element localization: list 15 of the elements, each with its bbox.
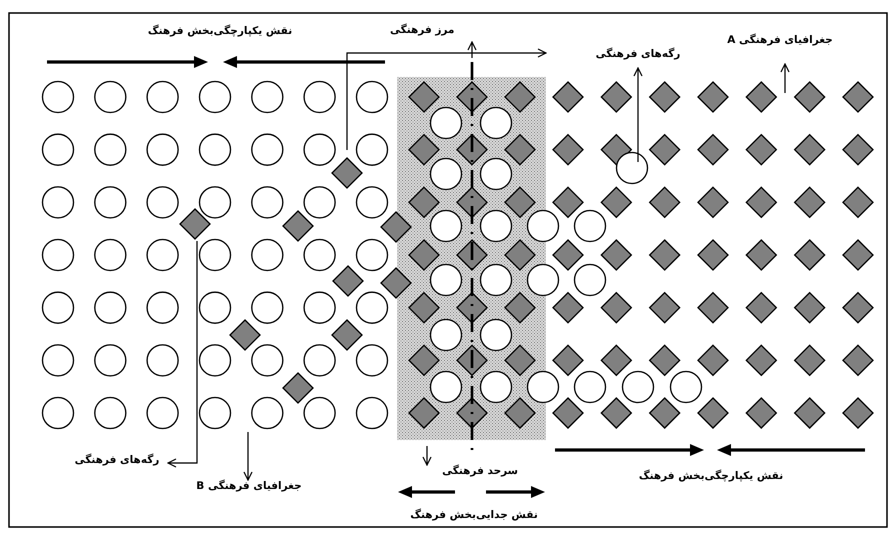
leader-arrow	[243, 432, 253, 481]
caption-text: نقش جدایی‌بخش فرهنگ	[409, 509, 539, 521]
callout-text: مرز فرهنگی	[390, 24, 454, 36]
callout-text: سرحد فرهنگی	[442, 465, 518, 477]
callout-text: رگه‌های فرهنگی	[596, 48, 680, 60]
leader-arrow	[167, 241, 198, 468]
callout-text: جغرافیای فرهنگی B	[196, 480, 302, 492]
leader-arrow	[780, 63, 790, 93]
callout-text: جغرافیای فرهنگی A	[727, 34, 833, 46]
leader-arrow	[467, 41, 477, 58]
callout-text: رگه‌های فرهنگی	[74, 454, 160, 466]
caption-text: نقش یکپارچگی‌بخش فرهنگ	[146, 25, 294, 37]
leader-arrow	[422, 446, 432, 466]
leader-arrow	[633, 67, 643, 162]
caption-text: نقش یکپارچگی‌بخش فرهنگ	[638, 470, 784, 482]
